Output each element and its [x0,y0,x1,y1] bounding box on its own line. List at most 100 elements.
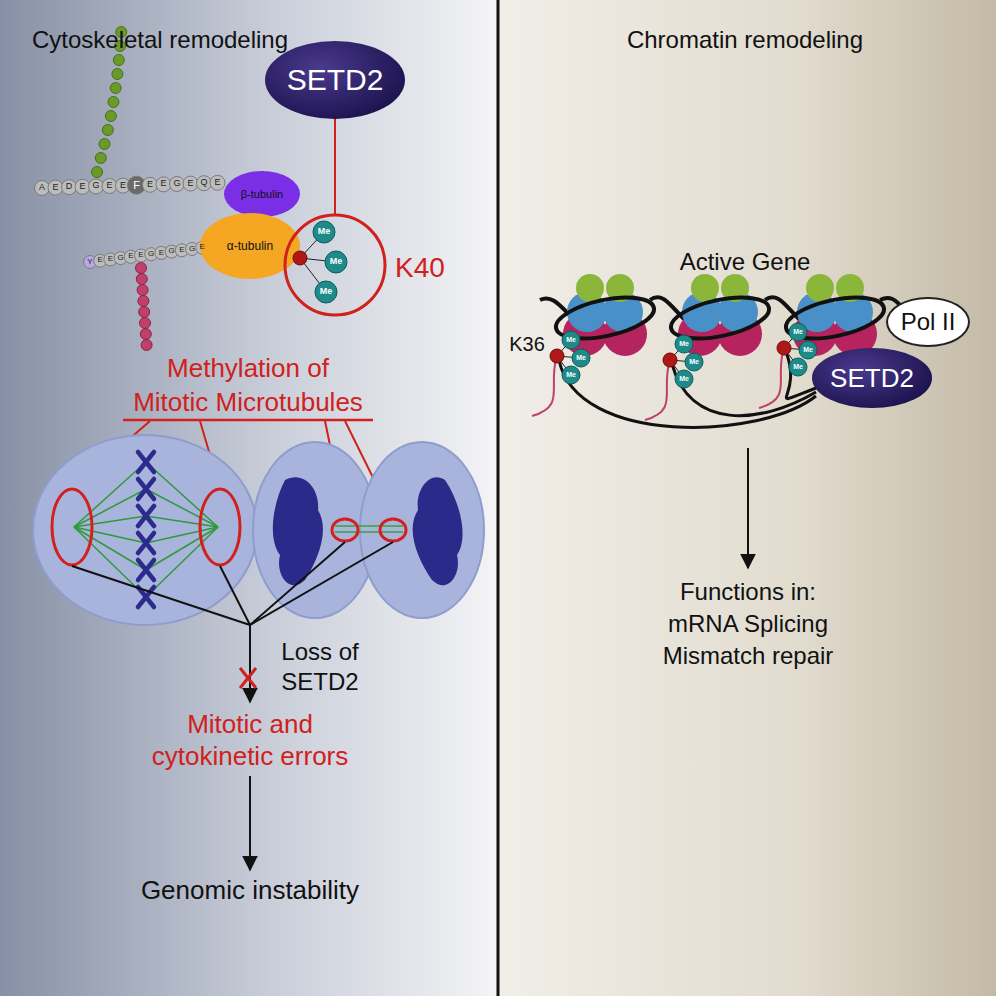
spindle-fiber [74,527,146,543]
residue-letter: G [189,245,195,254]
nucleus [413,477,463,585]
chromosome [138,533,154,553]
dna-wrap [667,290,772,346]
spindle-fiber [146,527,218,543]
residue-letter: E [200,243,205,252]
residue-letter: G [148,250,154,259]
methyl-ball [685,353,703,371]
methyl-label: Me [793,363,803,371]
tail-bead [112,69,123,80]
interaction-curve [559,360,816,427]
spindle-fiber [146,462,218,527]
spindle-fiber [146,516,218,527]
node-text: SETD2 [287,63,384,97]
tail-bead [183,176,198,191]
tail-bead [99,139,110,150]
text-label: Chromatin remodeling [627,27,863,53]
interaction-curve [672,364,816,416]
node-text: β-tubulin [241,188,283,200]
spindle-fiber [74,527,146,570]
tail-bead [156,177,171,192]
polymerase-ellipse: Pol II [886,297,969,347]
node-text: α-tubulin [227,239,273,253]
tail-bead [108,97,119,108]
residue-letter: E [187,179,193,189]
tail-bead [140,329,151,340]
daughter-cell [253,442,377,618]
tubulin-tails [35,27,226,351]
residue-letter: Q [200,178,207,188]
spindle-fiber [146,527,218,570]
text-label: mRNA Splicing [668,611,828,637]
lysine-ball [550,349,564,363]
tail-bead [139,307,150,318]
residue-letter: E [98,256,103,265]
text-label: Genomic instability [141,876,359,905]
enzyme-ellipse: SETD2 [812,348,933,408]
methyl-ball [325,251,347,273]
residue-letter: E [106,181,112,191]
tail-bead [113,55,124,66]
dna-wrap [552,290,657,346]
text-label: Loss of [281,639,358,665]
cross-mark [240,668,256,688]
tail-bead [105,111,116,122]
histone-tail [532,356,557,416]
pole-circle [200,489,240,565]
spindle [74,452,218,607]
methyl-ball [313,221,335,243]
tail-bead [102,125,113,136]
text-label: Mismatch repair [663,643,834,669]
chromosome [138,452,154,472]
histone [806,274,834,302]
tail-bead [48,180,63,195]
tail-bead [75,179,90,194]
k40-circle [285,215,385,315]
midbody [335,531,403,533]
underline [123,419,373,422]
text-label: Cytoskeletal remodeling [32,27,288,53]
methyl-ball [675,370,693,388]
residue-letter: G [173,179,180,189]
text-label: Methylation of [167,354,329,383]
pole-circle [52,489,92,565]
arrow [747,448,749,568]
methyl-label: Me [566,336,576,344]
residue-letter: E [160,179,166,189]
residue-letter: E [138,251,143,260]
methyl-ball [562,366,580,384]
methyl-ball [789,358,807,376]
text-label: Functions in: [680,579,816,605]
tail-bead [62,180,77,195]
histone [576,274,604,302]
methyl-ball [315,281,337,303]
residue-letter: D [66,182,73,192]
text-label: Mitotic and [187,710,313,739]
converging-lines [72,542,393,625]
text-label: K40 [395,253,445,284]
methyl-label: Me [679,375,689,383]
spindle-fiber [74,462,146,527]
residue-letter: G [92,181,99,191]
methyl-ball [799,341,817,359]
methyl-ball [675,335,693,353]
residue-letter: F [133,179,140,191]
histone-tail [759,348,784,408]
chromosome [138,479,154,499]
text-label: Active Gene [680,249,811,275]
tail-bead [140,318,151,329]
lysine-ball [663,353,677,367]
tail-bead [210,175,225,190]
methyl-label: Me [793,328,803,336]
methyl-label: Me [320,287,333,297]
spindle-fiber [74,516,146,527]
leader-line [334,118,336,215]
tail-bead [138,296,149,307]
node-text: Pol II [901,308,956,336]
divider [497,0,500,996]
residue-letter: G [168,247,174,256]
residue-letter: E [52,183,58,193]
residue-letter: E [108,255,113,264]
tail-bead [35,181,50,196]
